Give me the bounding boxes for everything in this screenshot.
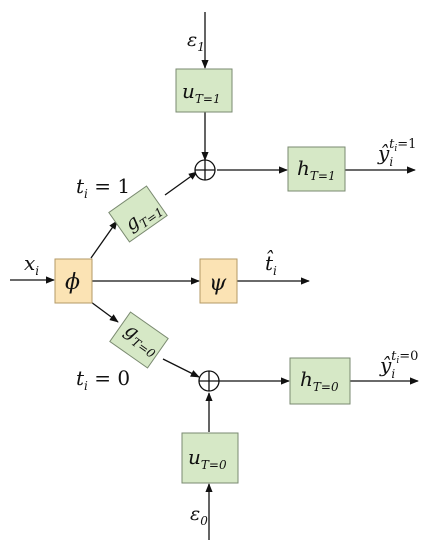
arrow-g1-to-sum1 [164,171,198,196]
box-h-bottom [289,357,351,405]
h-bottom-label: hT=0 [300,367,339,394]
y-hat-top-label: ŷiti=1 [377,137,416,169]
t-equals-1-label: ti = 1 [76,174,130,201]
box-g-top [108,185,168,243]
h-top-label: hT=1 [297,156,336,183]
y-hat-bottom-label: ŷiti=0 [379,349,418,381]
box-psi [199,258,238,304]
box-h-top [287,146,346,192]
psi-label: ψ [209,271,227,296]
x-input-label: xi [24,251,39,278]
box-phi [54,258,93,304]
arrow-g0-to-sum0 [162,358,200,378]
u-top-label: uT=1 [182,79,221,106]
sum-node-bottom [198,370,220,392]
connector-lines [10,12,419,540]
arrow-phi-to-g0 [90,301,119,323]
epsilon-bottom-label: ε0 [190,503,208,528]
epsilon-top-label: ε1 [187,29,205,54]
arrow-phi-to-g1 [90,220,118,259]
box-u-top [175,68,233,113]
box-g-bottom [109,311,169,369]
u-bottom-label: uT=0 [188,445,227,472]
t-equals-0-label: ti = 0 [76,366,130,393]
phi-label: ϕ [65,270,80,295]
t-hat-label: t̂i [265,249,277,278]
sum-node-top [194,159,216,181]
box-u-bottom [181,432,239,484]
